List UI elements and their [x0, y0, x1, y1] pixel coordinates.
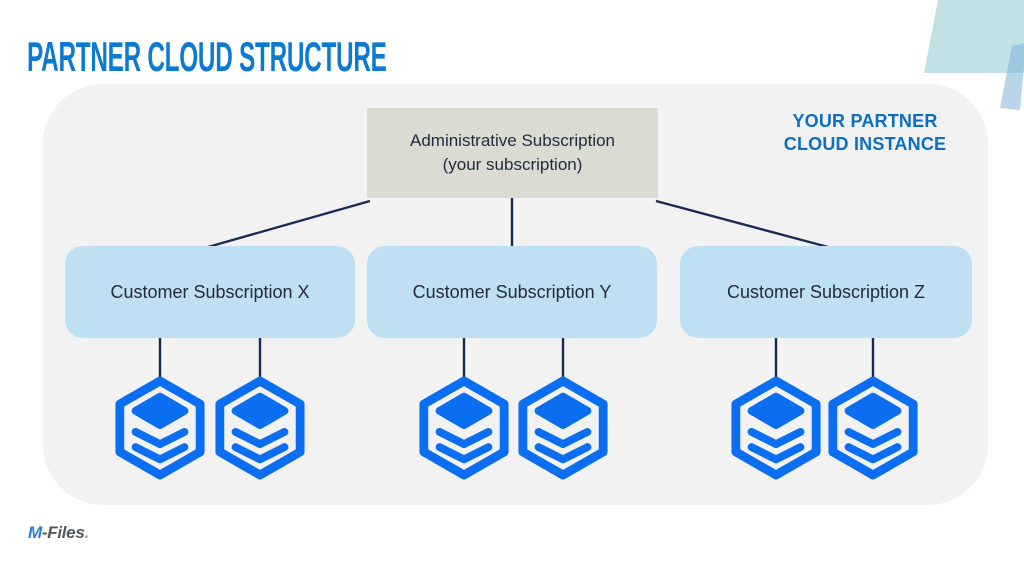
stack-bottom-layer	[534, 443, 592, 464]
stack-top-layer	[747, 392, 805, 429]
customer-subscription-x-box: Customer Subscription X	[65, 246, 355, 338]
customer-subscription-x-label: Customer Subscription X	[110, 281, 310, 302]
stack-bottom-layer	[747, 443, 805, 464]
stack-bottom-layer	[131, 443, 189, 464]
mfiles-logo: M-Files.	[28, 523, 89, 543]
stack-bottom-layer	[435, 443, 493, 464]
vault-hexagon-icon	[828, 376, 918, 480]
vault-hexagon-icon	[518, 376, 608, 480]
stack-middle-layer	[131, 428, 189, 449]
stack-top-layer	[131, 392, 189, 429]
hexagon-outline	[115, 376, 205, 480]
instance-label: YOUR PARTNER CLOUD INSTANCE	[760, 110, 970, 156]
stack-top-layer	[435, 392, 493, 429]
instance-label-line1: YOUR PARTNER	[792, 111, 938, 131]
stack-top-layer	[231, 392, 289, 429]
hexagon-outline	[215, 376, 305, 480]
stack-top-layer	[844, 392, 902, 429]
hexagon-outline	[419, 376, 509, 480]
customer-subscription-z-label: Customer Subscription Z	[726, 281, 926, 302]
stack-bottom-layer	[844, 443, 902, 464]
stack-middle-layer	[747, 428, 805, 449]
stack-middle-layer	[231, 428, 289, 449]
vault-hexagon-icon	[731, 376, 821, 480]
teal-parallelogram	[924, 0, 1024, 73]
vault-hexagon-icon	[215, 376, 305, 480]
customer-subscription-y-label: Customer Subscription Y	[412, 281, 612, 302]
hexagon-outline	[518, 376, 608, 480]
hexagon-outline	[828, 376, 918, 480]
stack-middle-layer	[534, 428, 592, 449]
page-title: PARTNER CLOUD STRUCTURE	[27, 33, 387, 80]
vault-hexagon-icon	[115, 376, 205, 480]
stack-middle-layer	[844, 428, 902, 449]
instance-label-line2: CLOUD INSTANCE	[783, 134, 947, 154]
stack-bottom-layer	[231, 443, 289, 464]
blue-parallelogram	[1000, 43, 1024, 110]
stack-middle-layer	[435, 428, 493, 449]
stack-top-layer	[534, 392, 592, 429]
customer-subscription-y-box: Customer Subscription Y	[367, 246, 657, 338]
admin-subscription-line2: (your subscription)	[442, 155, 583, 174]
mfiles-logo-m: M	[28, 523, 42, 542]
mfiles-logo-rest: -Files	[41, 523, 85, 542]
mfiles-logo-dot: .	[84, 523, 89, 542]
hexagon-outline	[731, 376, 821, 480]
customer-subscription-z-box: Customer Subscription Z	[680, 246, 972, 338]
admin-subscription-line1: Administrative Subscription	[409, 131, 616, 150]
admin-subscription-box: Administrative Subscription (your subscr…	[367, 108, 658, 198]
vault-hexagon-icon	[419, 376, 509, 480]
